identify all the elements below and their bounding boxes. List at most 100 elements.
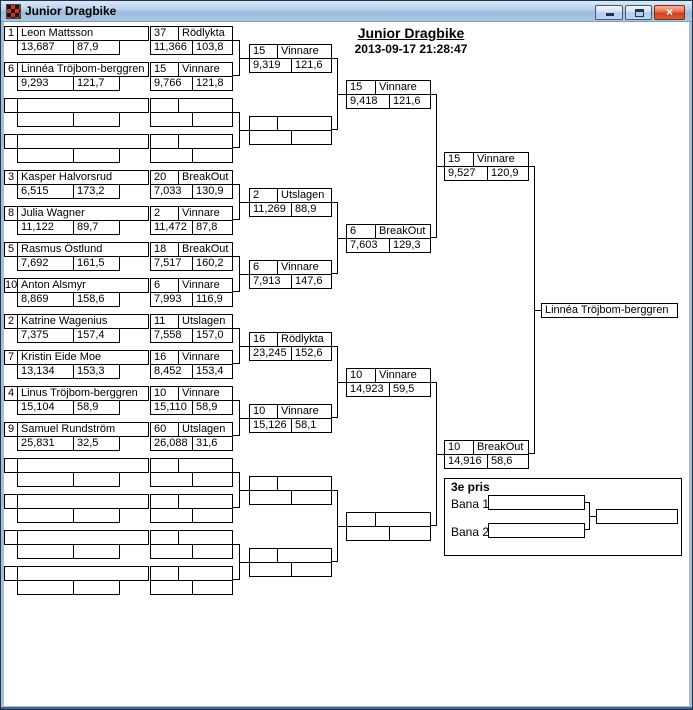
page-title: Junior Dragbike: [357, 25, 465, 41]
bracket-canvas: Junior Dragbike 2013-09-17 21:28:47 Linn…: [4, 22, 689, 706]
checkered-flag-icon[interactable]: [6, 4, 21, 19]
bracket-connector-stub: [338, 94, 346, 95]
r1-time-cell: 7,033: [150, 184, 193, 199]
r1-number-cell: [150, 494, 179, 509]
window-controls: ×: [595, 5, 685, 20]
third-prize-title: 3e pris: [451, 480, 490, 494]
minimize-icon: [606, 13, 614, 16]
r2-number-cell: 15: [249, 44, 278, 59]
r2-number-cell: 10: [249, 404, 278, 419]
r2-time-cell: 23,245: [249, 346, 292, 361]
bracket-connector-stub: [590, 516, 596, 517]
entry-speed-cell: 161,5: [73, 256, 120, 271]
timestamp: 2013-09-17 21:28:47: [354, 42, 468, 56]
r2-time-cell: 15,126: [249, 418, 292, 433]
r1-number-cell: 20: [150, 170, 179, 185]
final-number-cell: 10: [444, 440, 474, 455]
entry-time-cell: [17, 508, 74, 523]
r2-status-cell: Rödlykta: [277, 332, 332, 347]
entry-speed-cell: 157,4: [73, 328, 120, 343]
sf-status-cell: [375, 512, 431, 527]
bracket-connector-stub: [240, 562, 249, 563]
entry-seed-cell: 3: [4, 170, 18, 185]
minimize-button[interactable]: [595, 5, 623, 20]
r1-status-cell: Rödlykta: [178, 26, 233, 41]
r1-number-cell: 10: [150, 386, 179, 401]
r2-time-cell: 9,319: [249, 58, 292, 73]
r2-speed-cell: 88,9: [291, 202, 332, 217]
sf-status-cell: BreakOut: [375, 224, 431, 239]
r1-time-cell: 26,088: [150, 436, 193, 451]
sf-time-cell: 7,603: [346, 238, 390, 253]
final-speed-cell: 120,9: [487, 166, 529, 181]
r1-speed-cell: 121,8: [192, 76, 233, 91]
maximize-icon: [635, 9, 644, 17]
bracket-connector: [331, 346, 338, 418]
r2-status-cell: Vinnare: [277, 404, 332, 419]
entry-seed-cell: [4, 98, 18, 113]
entry-name-cell: [17, 566, 149, 581]
r2-number-cell: 2: [249, 188, 278, 203]
r1-status-cell: Utslagen: [178, 314, 233, 329]
lane2-cell: [488, 523, 585, 538]
entry-time-cell: 11,122: [17, 220, 74, 235]
entry-seed-cell: 4: [4, 386, 18, 401]
entry-time-cell: 25,831: [17, 436, 74, 451]
bracket-connector: [584, 502, 590, 530]
entry-name-cell: [17, 98, 149, 113]
entry-time-cell: 7,692: [17, 256, 74, 271]
entry-time-cell: 7,375: [17, 328, 74, 343]
r1-status-cell: [178, 98, 233, 113]
lane1-label: Bana 1: [451, 497, 490, 511]
entry-seed-cell: 9: [4, 422, 18, 437]
entry-seed-cell: [4, 494, 18, 509]
r1-status-cell: [178, 134, 233, 149]
sf-number-cell: [346, 512, 376, 527]
entry-seed-cell: 5: [4, 242, 18, 257]
entry-seed-cell: 10: [4, 278, 18, 293]
entry-speed-cell: [73, 148, 120, 163]
entry-speed-cell: [73, 544, 120, 559]
sf-time-cell: 9,418: [346, 94, 390, 109]
entry-speed-cell: 158,6: [73, 292, 120, 307]
maximize-button[interactable]: [625, 5, 652, 20]
r1-status-cell: Vinnare: [178, 62, 233, 77]
bracket-connector: [233, 40, 240, 76]
r1-time-cell: 9,766: [150, 76, 193, 91]
r1-speed-cell: [192, 580, 233, 595]
final-status-cell: BreakOut: [473, 440, 529, 455]
r2-time-cell: [249, 490, 292, 505]
sf-status-cell: Vinnare: [375, 80, 431, 95]
r2-speed-cell: 121,6: [291, 58, 332, 73]
third-prize-box: [444, 478, 682, 556]
r2-speed-cell: 147,6: [291, 274, 332, 289]
r2-time-cell: 11,269: [249, 202, 292, 217]
entry-time-cell: 13,134: [17, 364, 74, 379]
title-bar[interactable]: Junior Dragbike ×: [1, 1, 692, 22]
entry-seed-cell: 1: [4, 26, 18, 41]
r1-number-cell: 60: [150, 422, 179, 437]
r1-speed-cell: [192, 508, 233, 523]
final-speed-cell: 58,6: [487, 454, 529, 469]
entry-speed-cell: [73, 472, 120, 487]
window-title: Junior Dragbike: [25, 4, 117, 18]
r1-speed-cell: 103,8: [192, 40, 233, 55]
entry-seed-cell: 7: [4, 350, 18, 365]
entry-time-cell: 13,687: [17, 40, 74, 55]
r1-status-cell: [178, 458, 233, 473]
close-button[interactable]: ×: [654, 5, 685, 20]
r1-time-cell: [150, 112, 193, 127]
r1-number-cell: 11: [150, 314, 179, 329]
entry-speed-cell: 173,2: [73, 184, 120, 199]
r1-time-cell: 7,993: [150, 292, 193, 307]
entry-time-cell: 15,104: [17, 400, 74, 415]
entry-speed-cell: [73, 580, 120, 595]
r2-speed-cell: [291, 562, 332, 577]
entry-name-cell: Linus Tröjbom-berggren: [17, 386, 149, 401]
r2-status-cell: [277, 476, 332, 491]
r2-status-cell: Vinnare: [277, 44, 332, 59]
bracket-connector-stub: [240, 490, 249, 491]
winner-name-cell: Linnéa Tröjbom-berggren: [541, 303, 678, 318]
r2-speed-cell: [291, 130, 332, 145]
